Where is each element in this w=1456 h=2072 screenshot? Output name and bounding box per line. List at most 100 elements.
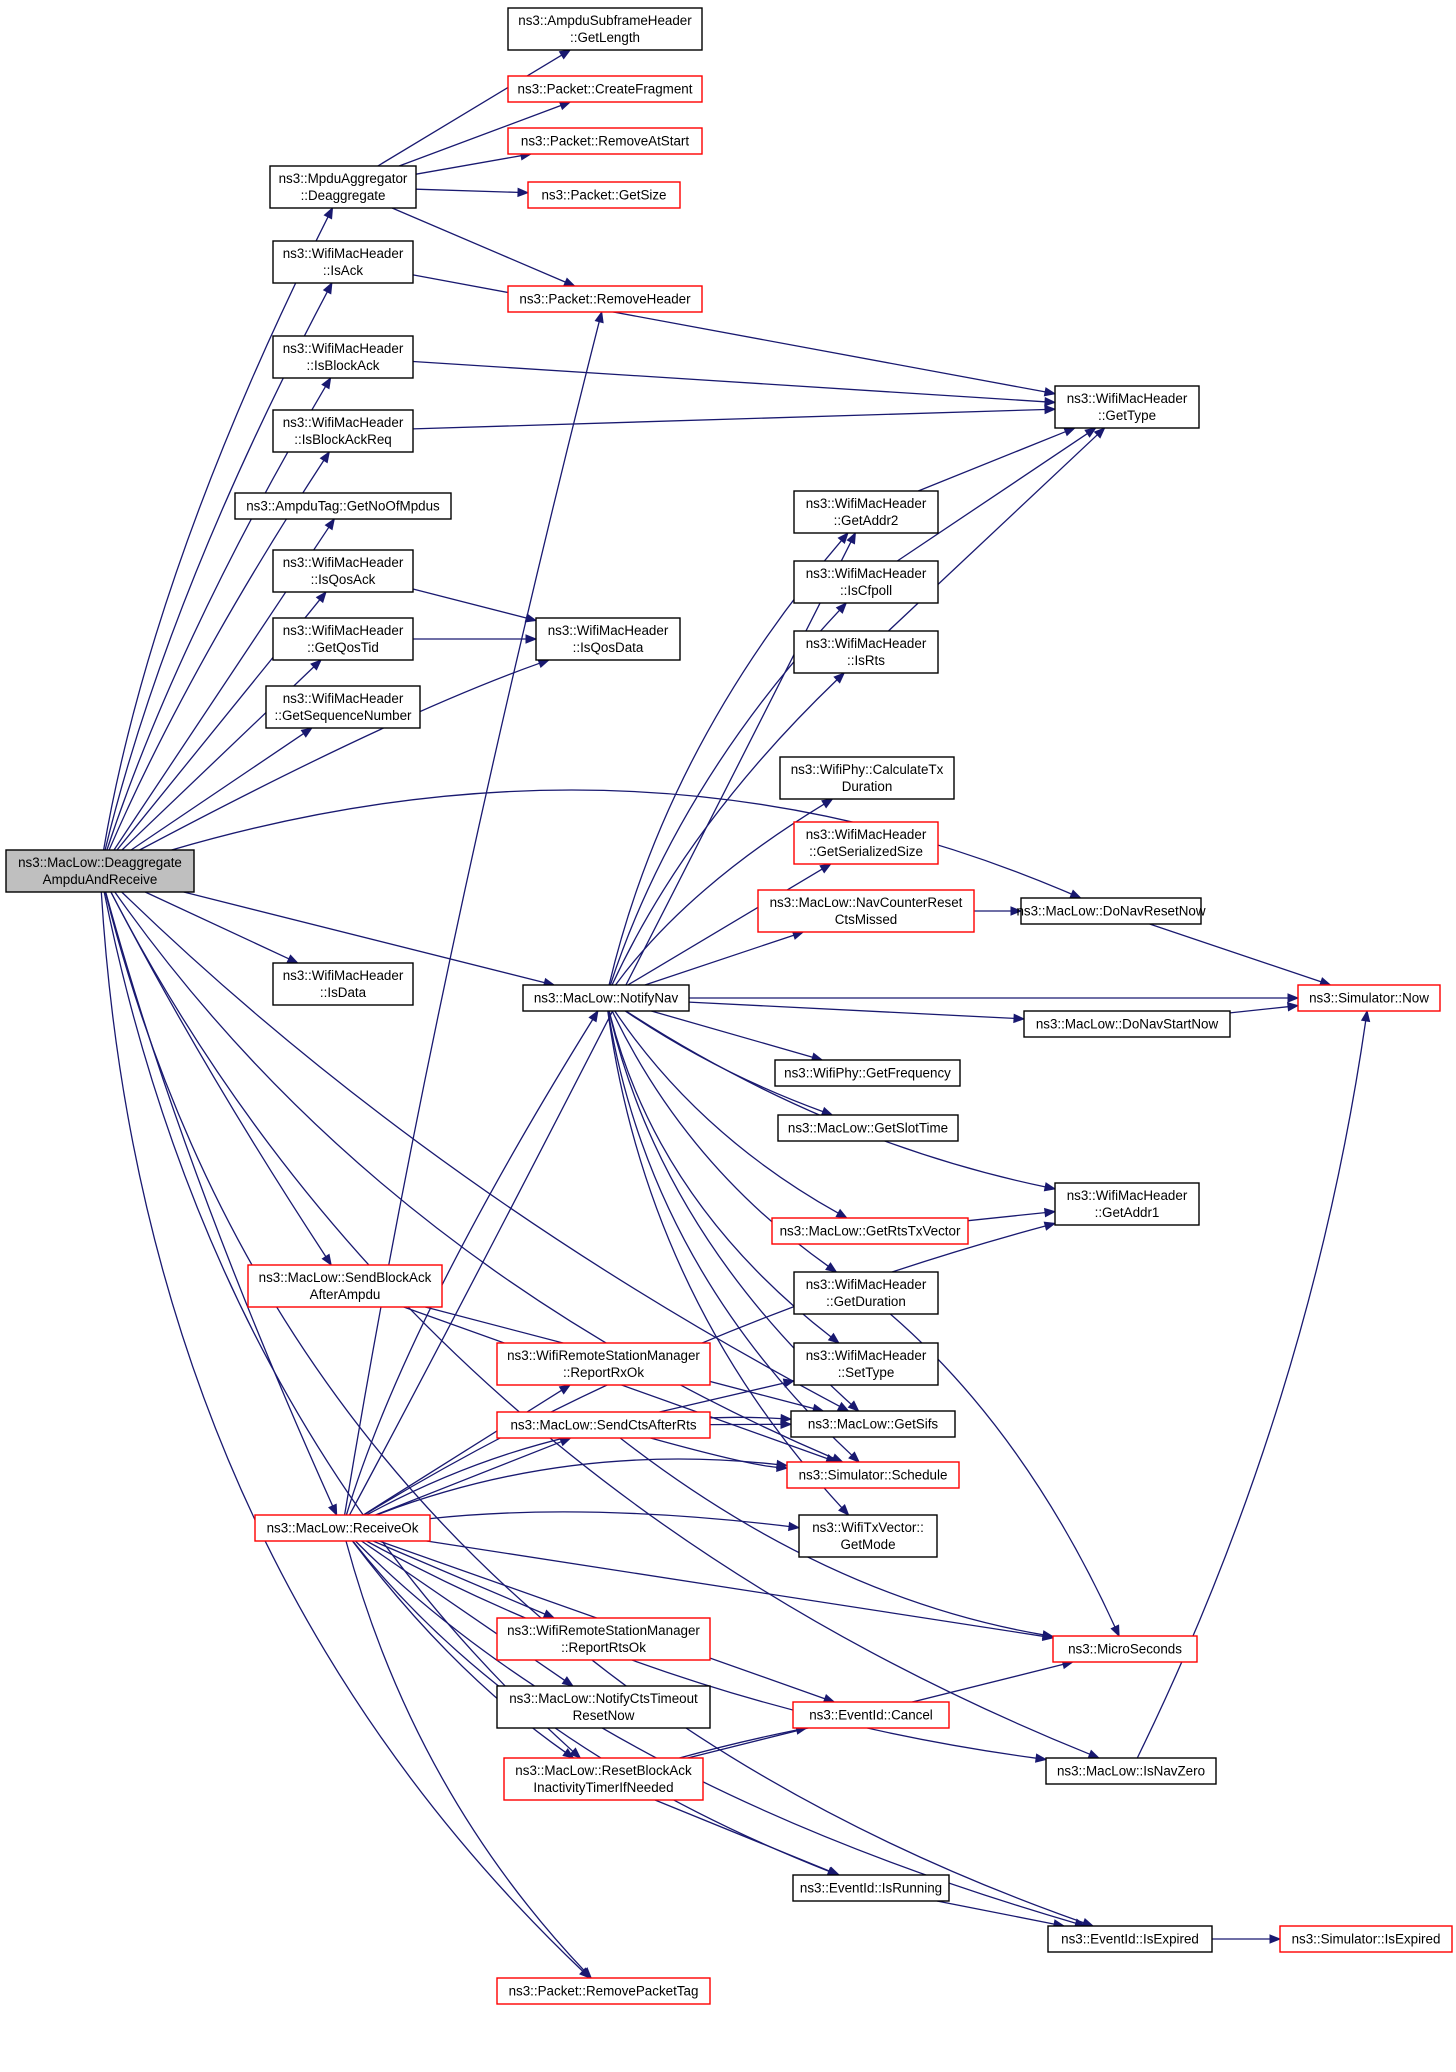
node-hdr_gettype[interactable]: ns3::WifiMacHeader::GetType: [1054, 385, 1200, 429]
arrowhead-icon: [537, 659, 551, 668]
edge-line: [614, 1010, 839, 1214]
edge-notifynav-to-phy_getfrequency: [651, 1010, 824, 1062]
node-sim_schedule[interactable]: ns3::Simulator::Schedule: [786, 1461, 960, 1489]
node-label-line: ns3::MicroSeconds: [1068, 1642, 1182, 1657]
node-label-line: ns3::EventId::Cancel: [809, 1708, 933, 1723]
edge-line: [619, 1437, 1044, 1636]
arrowhead-icon: [321, 1253, 332, 1267]
arrowhead-icon: [558, 101, 572, 111]
node-subframe_getlength[interactable]: ns3::AmpduSubframeHeader::GetLength: [507, 7, 703, 51]
node-hdr_settype[interactable]: ns3::WifiMacHeader::SetType: [793, 1342, 939, 1386]
edge-line: [415, 188, 519, 194]
node-getsifs[interactable]: ns3::MacLow::GetSifs: [790, 1410, 956, 1438]
node-hdr_isblockack[interactable]: ns3::WifiMacHeader::IsBlockAck: [272, 335, 414, 379]
node-pkt_removepackettag[interactable]: ns3::Packet::RemovePacketTag: [496, 1977, 711, 2005]
node-mpdu_deaggregate[interactable]: ns3::MpduAggregator::Deaggregate: [269, 165, 417, 209]
edge-line: [398, 104, 562, 167]
node-label-line: CtsMissed: [835, 912, 898, 927]
node-resetblockack[interactable]: ns3::MacLow::ResetBlockAckInactivityTime…: [503, 1757, 704, 1801]
edge-line: [887, 434, 1098, 632]
node-box: [496, 1411, 711, 1439]
node-donavresetnow[interactable]: ns3::MacLow::DoNavResetNow: [1016, 897, 1206, 925]
node-hdr_isblockackreq[interactable]: ns3::WifiMacHeader::IsBlockAckReq: [272, 409, 414, 453]
node-box: [777, 1114, 959, 1142]
edge-line: [361, 1540, 565, 1681]
node-notifynav[interactable]: ns3::MacLow::NotifyNav: [522, 984, 690, 1012]
edge-line: [654, 1799, 831, 1872]
node-ampdutag_getnoofmpdus[interactable]: ns3::AmpduTag::GetNoOfMpdus: [234, 492, 452, 520]
edge-line: [1149, 923, 1322, 983]
arrowhead-icon: [558, 49, 572, 60]
node-getslottime[interactable]: ns3::MacLow::GetSlotTime: [777, 1114, 959, 1142]
edge-line: [412, 588, 527, 619]
node-box: [792, 1701, 950, 1729]
arrowhead-icon: [846, 531, 857, 545]
arrowhead-icon: [310, 659, 322, 671]
node-label-line: ns3::AmpduSubframeHeader: [518, 13, 692, 28]
node-label-line: ns3::MacLow::SendCtsAfterRts: [510, 1418, 696, 1433]
arrowhead-icon: [580, 1967, 593, 1979]
node-isnavzero[interactable]: ns3::MacLow::IsNavZero: [1045, 1757, 1217, 1785]
arrowhead-icon: [1043, 387, 1057, 397]
node-hdr_getqostid[interactable]: ns3::WifiMacHeader::GetQosTid: [272, 617, 414, 661]
node-label-line: ns3::Packet::GetSize: [541, 188, 666, 203]
node-box: [496, 1342, 711, 1386]
arrowhead-icon: [562, 1748, 575, 1759]
node-label-line: ns3::WifiMacHeader: [283, 623, 404, 638]
node-sim_now[interactable]: ns3::Simulator::Now: [1297, 984, 1441, 1012]
node-hdr_getserializedsize[interactable]: ns3::WifiMacHeader::GetSerializedSize: [793, 821, 939, 865]
edge-receiveok-to-hdr_getaddr2: [348, 531, 857, 1516]
node-hdr_iscfpoll[interactable]: ns3::WifiMacHeader::IsCfpoll: [793, 560, 939, 604]
node-hdr_isdata[interactable]: ns3::WifiMacHeader::IsData: [272, 962, 414, 1006]
node-rsm_reportrxok[interactable]: ns3::WifiRemoteStationManager::ReportRxO…: [496, 1342, 711, 1386]
node-hdr_isqosdata[interactable]: ns3::WifiMacHeader::IsQosData: [535, 617, 681, 661]
node-label-line: ns3::Packet::CreateFragment: [518, 82, 693, 97]
edge-hdr_isrts-to-hdr_gettype: [887, 427, 1106, 632]
node-txvector_getmode[interactable]: ns3::WifiTxVector::GetMode: [798, 1514, 938, 1558]
edge-line: [375, 1441, 562, 1516]
edge-root-to-donavresetnow: [171, 789, 1082, 899]
node-receiveok[interactable]: ns3::MacLow::ReceiveOk: [254, 1514, 431, 1542]
node-eventid_isexpired[interactable]: ns3::EventId::IsExpired: [1047, 1925, 1213, 1953]
edge-root-to-isnavzero: [110, 891, 1101, 1759]
node-pkt_createfragment[interactable]: ns3::Packet::CreateFragment: [507, 75, 703, 103]
node-donavstartnow[interactable]: ns3::MacLow::DoNavStartNow: [1023, 1010, 1231, 1038]
edge-line: [354, 1540, 1076, 1924]
edge-hdr_getaddr2-to-hdr_gettype: [917, 427, 1077, 492]
node-sim_isexpired[interactable]: ns3::Simulator::IsExpired: [1279, 1925, 1453, 1953]
node-hdr_getseqnum[interactable]: ns3::WifiMacHeader::GetSequenceNumber: [265, 685, 421, 729]
node-sendctsafterrts[interactable]: ns3::MacLow::SendCtsAfterRts: [496, 1411, 711, 1439]
node-getrtstxvector[interactable]: ns3::MacLow::GetRtsTxVector: [771, 1217, 969, 1245]
arrowhead-icon: [1063, 427, 1077, 437]
arrowhead-icon: [1110, 1624, 1120, 1638]
node-hdr_isrts[interactable]: ns3::WifiMacHeader::IsRts: [793, 630, 939, 674]
node-hdr_isack[interactable]: ns3::WifiMacHeader::IsAck: [272, 240, 414, 284]
node-rsm_reportrtsok[interactable]: ns3::WifiRemoteStationManager::ReportRts…: [496, 1617, 711, 1661]
arrowhead-icon: [776, 1459, 789, 1470]
node-hdr_getaddr1[interactable]: ns3::WifiMacHeader::GetAddr1: [1054, 1182, 1200, 1226]
node-box: [793, 1271, 939, 1315]
node-microseconds[interactable]: ns3::MicroSeconds: [1052, 1635, 1198, 1663]
arrowhead-icon: [819, 863, 832, 874]
node-eventid_cancel[interactable]: ns3::EventId::Cancel: [792, 1701, 950, 1729]
node-label-line: ns3::Simulator::IsExpired: [1292, 1932, 1441, 1947]
arrowhead-icon: [788, 1521, 801, 1532]
node-pkt_removeheader[interactable]: ns3::Packet::RemoveHeader: [507, 285, 703, 313]
node-pkt_removeatstart[interactable]: ns3::Packet::RemoveAtStart: [507, 127, 703, 155]
node-hdr_isqosack[interactable]: ns3::WifiMacHeader::IsQosAck: [272, 549, 414, 593]
node-label-line: ::IsRts: [847, 653, 885, 668]
node-hdr_getduration[interactable]: ns3::WifiMacHeader::GetDuration: [793, 1271, 939, 1315]
node-hdr_getaddr2[interactable]: ns3::WifiMacHeader::GetAddr2: [793, 490, 939, 534]
edge-line: [100, 891, 584, 1972]
node-phy_getfrequency[interactable]: ns3::WifiPhy::GetFrequency: [774, 1059, 961, 1087]
node-pkt_getsize[interactable]: ns3::Packet::GetSize: [527, 181, 681, 209]
arrowhead-icon: [1287, 993, 1300, 1003]
node-eventid_isrunning[interactable]: ns3::EventId::IsRunning: [792, 1874, 950, 1902]
node-label-line: ::IsQosData: [573, 640, 644, 655]
